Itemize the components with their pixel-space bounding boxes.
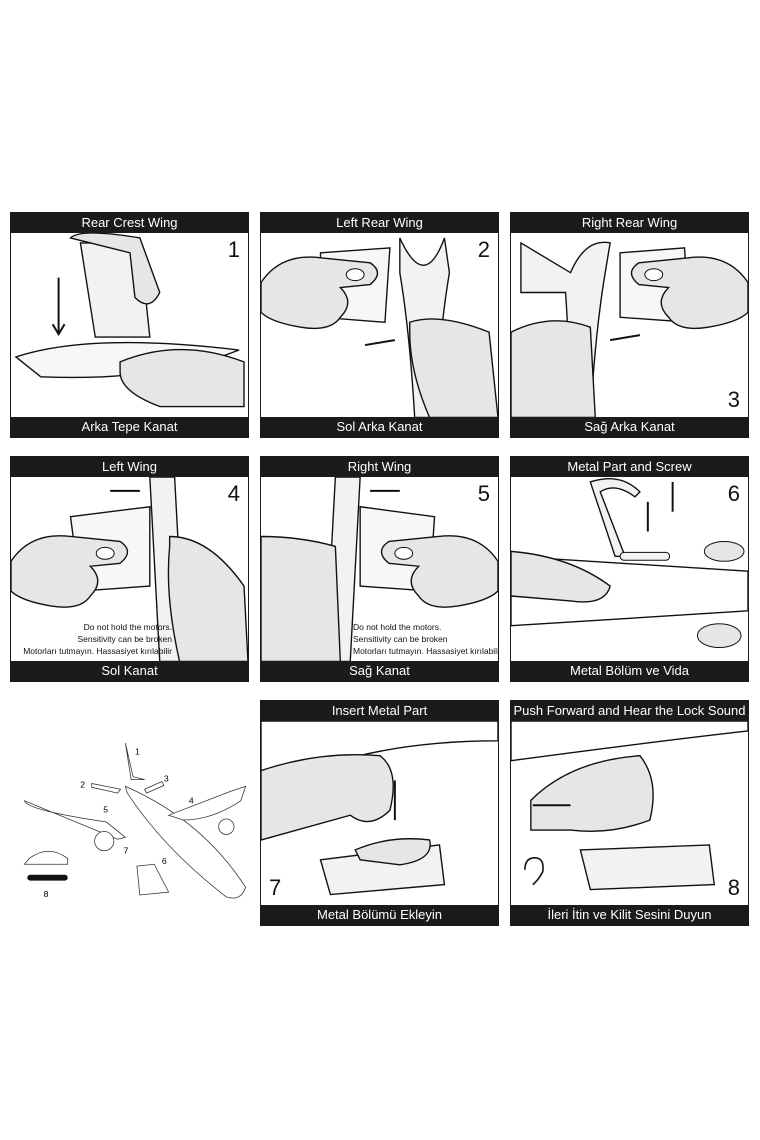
warning-line: Sensitivity can be broken: [77, 634, 173, 644]
step-4-illustration: [11, 477, 248, 662]
step-number: 8: [727, 875, 740, 900]
step-3-panel: Right Rear Wing 3 Sağ Arka Kanat: [510, 212, 749, 438]
step-title: Rear Crest Wing: [11, 213, 248, 233]
step-number: 3: [727, 387, 740, 412]
step-number: 5: [477, 481, 490, 506]
overview-label-7: 7: [123, 846, 128, 856]
warning-line: Motorları tutmayın. Hassasiyet kırılabil…: [23, 646, 172, 656]
overview-label-2: 2: [80, 779, 85, 789]
step-title: Right Rear Wing: [511, 213, 748, 233]
overview-label-5: 5: [103, 804, 108, 814]
step-subtitle: Sağ Arka Kanat: [511, 417, 748, 437]
step-title: Insert Metal Part: [261, 701, 498, 721]
step-5-illustration: [261, 477, 498, 662]
warning-line: Sensitivity can be broken: [353, 634, 448, 644]
step-number: 1: [227, 237, 240, 262]
step-1-panel: Rear Crest Wing 1 Arka Tepe Kanat: [10, 212, 249, 438]
step-6-illustration: [511, 478, 748, 649]
step-3-illustration: [511, 241, 748, 418]
step-7-illustration: [261, 721, 498, 896]
assembly-overview-diagram: 1 2 3 4 5 6 7 8: [23, 742, 247, 899]
step-7-panel: Insert Metal Part 7 Metal Bölümü Ekleyin: [260, 700, 499, 926]
step-subtitle: Sol Kanat: [11, 661, 248, 681]
step-6-panel: Metal Part and Screw 6 Metal Bölüm ve Vi…: [510, 456, 749, 682]
overview-label-3: 3: [164, 774, 169, 784]
step-2-panel: Left Rear Wing 2 Sol Arka Kanat: [260, 212, 499, 438]
overview-label-4: 4: [189, 796, 194, 806]
overview-label-1: 1: [135, 747, 140, 757]
step-number: 4: [227, 481, 240, 506]
step-subtitle: Sol Arka Kanat: [261, 417, 498, 437]
step-8-panel: Push Forward and Hear the Lock Sound 8 İ…: [510, 700, 749, 926]
step-subtitle: Metal Bölüm ve Vida: [511, 661, 748, 681]
step-number: 7: [269, 875, 282, 900]
warning-line: Motorları tutmayın. Hassasiyet kırılabil…: [353, 646, 499, 656]
step-8-illustration: [511, 721, 748, 891]
overview-label-6: 6: [162, 856, 167, 866]
overview-label-8: 8: [44, 889, 49, 899]
step-1-illustration: [14, 233, 245, 408]
step-4-panel: Left Wing 4 Do not hold the motors. Sens…: [10, 456, 249, 682]
step-subtitle: İleri İtin ve Kilit Sesini Duyun: [511, 905, 748, 925]
step-title: Right Wing: [261, 457, 498, 477]
ear-icon: [524, 857, 544, 886]
step-title: Push Forward and Hear the Lock Sound: [511, 701, 748, 721]
step-number: 6: [727, 481, 740, 506]
step-title: Metal Part and Screw: [511, 457, 748, 477]
step-title: Left Rear Wing: [261, 213, 498, 233]
step-number: 2: [477, 237, 490, 262]
step-title: Left Wing: [11, 457, 248, 477]
warning-line: Do not hold the motors.: [353, 622, 442, 632]
step-subtitle: Arka Tepe Kanat: [11, 417, 248, 437]
motor-warning-note: Do not hold the motors. Sensitivity can …: [353, 621, 499, 657]
step-5-panel: Right Wing 5 Do not hold the motors. Sen…: [260, 456, 499, 682]
step-2-illustration: [261, 237, 498, 418]
warning-line: Do not hold the motors.: [83, 622, 172, 632]
step-subtitle: Sağ Kanat: [261, 661, 498, 681]
motor-warning-note: Do not hold the motors. Sensitivity can …: [11, 621, 173, 657]
step-subtitle: Metal Bölümü Ekleyin: [261, 905, 498, 925]
